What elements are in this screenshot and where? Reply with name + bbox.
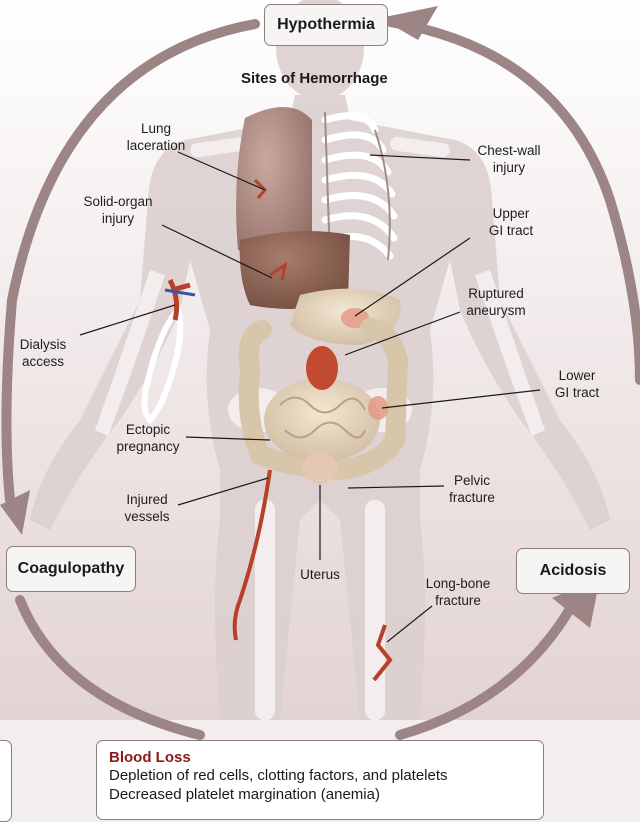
dialysis-bleed (167, 278, 191, 321)
dialysis-vein (164, 288, 196, 297)
left-partial-box (0, 740, 12, 822)
acidosis-box: Acidosis (516, 548, 630, 594)
left-lung (236, 106, 312, 262)
cycle-ring (1, 17, 640, 740)
dialysis-loop (141, 303, 184, 425)
hypothermia-label: Hypothermia (277, 16, 375, 33)
lower-gi-bleed (368, 396, 388, 420)
liver-bleed (269, 261, 288, 281)
acidosis-label: Acidosis (539, 562, 607, 579)
long-bone-bleed (372, 624, 393, 682)
uterus-shape (302, 452, 338, 484)
illustration (0, 0, 640, 740)
figure-title: Sites of Hemorrhage (241, 70, 388, 87)
label-uterus: Uterus (300, 567, 340, 582)
blood-loss-box: Blood Loss Depletion of red cells, clott… (96, 740, 544, 820)
aneurysm (306, 346, 338, 390)
small-bowel (264, 378, 380, 462)
coagulopathy-label: Coagulopathy (17, 560, 125, 577)
ribcage (321, 112, 398, 260)
bowel-loops (279, 396, 366, 439)
blood-loss-heading: Blood Loss (109, 749, 191, 766)
blood-loss-line-2: Decreased platelet margination (anemia) (109, 786, 380, 803)
blood-loss-line-1: Depletion of red cells, clotting factors… (109, 767, 448, 784)
leader-lines (79, 151, 541, 643)
hypothermia-box: Hypothermia (264, 4, 388, 46)
injured-vessel (232, 469, 272, 641)
colon (238, 318, 409, 481)
liver (239, 231, 350, 309)
coagulopathy-box: Coagulopathy (6, 546, 136, 592)
